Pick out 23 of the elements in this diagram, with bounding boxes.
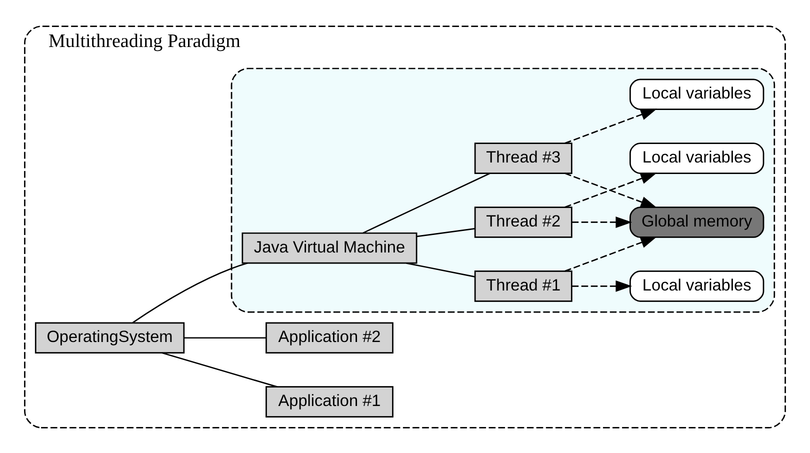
connector <box>406 262 476 277</box>
node-box: Application #1 <box>266 386 394 417</box>
node-box: Thread #1 <box>474 270 572 302</box>
connector <box>362 172 490 234</box>
node-box: Local variables <box>629 270 764 302</box>
node-box: Thread #2 <box>474 206 572 238</box>
connector <box>184 336 266 338</box>
node-box: Application #2 <box>266 322 394 354</box>
connector <box>132 262 248 323</box>
connector <box>416 227 475 237</box>
node-box: Global memory <box>629 206 764 238</box>
connector <box>162 352 278 387</box>
node-box: Java Virtual Machine <box>242 232 418 264</box>
arrow <box>572 216 632 228</box>
arrow <box>564 108 658 144</box>
cluster <box>230 67 776 312</box>
node-box: Local variables <box>629 142 764 174</box>
arrow <box>572 280 632 292</box>
arrow <box>564 236 658 272</box>
node-box: OperatingSystem <box>34 322 185 354</box>
node-box: Thread #3 <box>474 142 572 174</box>
arrow <box>564 172 658 208</box>
node-box: Local variables <box>629 78 764 110</box>
